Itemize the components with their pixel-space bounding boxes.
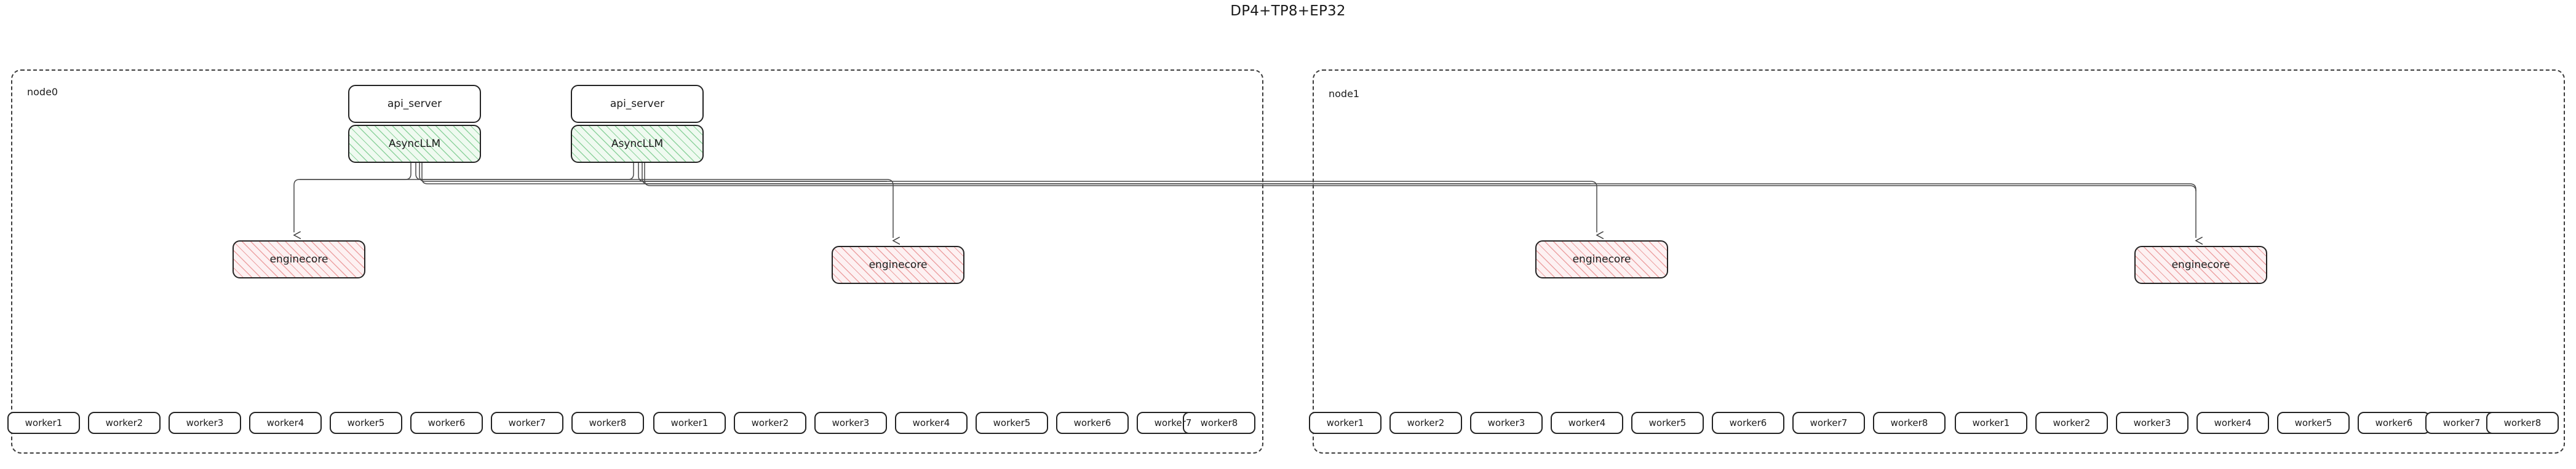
worker-box[interactable]: worker4 bbox=[2196, 412, 2269, 434]
worker-label: worker4 bbox=[912, 417, 950, 428]
worker-box[interactable]: worker1 bbox=[1309, 412, 1381, 434]
worker-box[interactable]: worker7 bbox=[2425, 412, 2498, 434]
page-title: DP4+TP8+EP32 bbox=[1230, 3, 1346, 19]
enginecore-box[interactable]: enginecore bbox=[832, 246, 964, 284]
worker-box[interactable]: worker8 bbox=[571, 412, 644, 434]
worker-box[interactable]: worker2 bbox=[734, 412, 806, 434]
worker-box[interactable]: worker2 bbox=[1389, 412, 1462, 434]
worker-label: worker3 bbox=[186, 417, 224, 428]
worker-label: worker2 bbox=[2053, 417, 2091, 428]
asyncllm-box[interactable]: AsyncLLM bbox=[571, 125, 704, 163]
worker-box[interactable]: worker6 bbox=[410, 412, 483, 434]
worker-box[interactable]: worker6 bbox=[1712, 412, 1784, 434]
node-label-node0: node0 bbox=[27, 86, 58, 98]
worker-label: worker2 bbox=[105, 417, 143, 428]
enginecore-label: enginecore bbox=[2171, 259, 2230, 271]
worker-label: worker4 bbox=[266, 417, 304, 428]
worker-box[interactable]: worker8 bbox=[1183, 412, 1255, 434]
worker-box[interactable]: worker8 bbox=[1873, 412, 1946, 434]
worker-label: worker3 bbox=[2133, 417, 2171, 428]
worker-box[interactable]: worker3 bbox=[2116, 412, 2188, 434]
asyncllm-box[interactable]: AsyncLLM bbox=[348, 125, 481, 163]
worker-label: worker4 bbox=[1568, 417, 1606, 428]
api-server-label: api_server bbox=[610, 98, 665, 110]
enginecore-box[interactable]: enginecore bbox=[1535, 240, 1668, 278]
worker-box[interactable]: worker7 bbox=[1792, 412, 1865, 434]
worker-box[interactable]: worker6 bbox=[1056, 412, 1129, 434]
worker-label: worker7 bbox=[1810, 417, 1848, 428]
worker-label: worker8 bbox=[2503, 417, 2542, 428]
worker-label: worker3 bbox=[832, 417, 870, 428]
worker-label: worker1 bbox=[1326, 417, 1364, 428]
worker-box[interactable]: worker5 bbox=[2277, 412, 2350, 434]
worker-label: worker7 bbox=[1154, 417, 1192, 428]
worker-box[interactable]: worker5 bbox=[330, 412, 402, 434]
worker-label: worker5 bbox=[993, 417, 1031, 428]
worker-box[interactable]: worker3 bbox=[814, 412, 887, 434]
worker-box[interactable]: worker1 bbox=[653, 412, 726, 434]
worker-label: worker7 bbox=[508, 417, 546, 428]
worker-label: worker5 bbox=[347, 417, 385, 428]
worker-label: worker8 bbox=[589, 417, 627, 428]
worker-label: worker6 bbox=[1073, 417, 1111, 428]
worker-box[interactable]: worker4 bbox=[249, 412, 322, 434]
worker-label: worker1 bbox=[1972, 417, 2010, 428]
worker-label: worker8 bbox=[1200, 417, 1238, 428]
worker-box[interactable]: worker4 bbox=[895, 412, 968, 434]
worker-label: worker6 bbox=[2375, 417, 2413, 428]
worker-box[interactable]: worker4 bbox=[1551, 412, 1623, 434]
node-label-node1: node1 bbox=[1329, 88, 1360, 100]
worker-box[interactable]: worker2 bbox=[88, 412, 161, 434]
worker-box[interactable]: worker7 bbox=[491, 412, 563, 434]
worker-box[interactable]: worker3 bbox=[1470, 412, 1543, 434]
worker-label: worker2 bbox=[1407, 417, 1445, 428]
worker-box[interactable]: worker2 bbox=[2035, 412, 2108, 434]
worker-box[interactable]: worker3 bbox=[169, 412, 241, 434]
worker-label: worker5 bbox=[2294, 417, 2332, 428]
api-server-box[interactable]: api_server bbox=[348, 85, 481, 123]
node-container-node1 bbox=[1313, 69, 2565, 454]
enginecore-label: enginecore bbox=[269, 253, 328, 266]
worker-label: worker5 bbox=[1648, 417, 1687, 428]
worker-box[interactable]: worker1 bbox=[7, 412, 80, 434]
worker-label: worker4 bbox=[2214, 417, 2252, 428]
enginecore-label: enginecore bbox=[1572, 253, 1631, 266]
enginecore-box[interactable]: enginecore bbox=[233, 240, 365, 278]
worker-label: worker6 bbox=[1729, 417, 1767, 428]
asyncllm-label: AsyncLLM bbox=[388, 138, 441, 150]
asyncllm-label: AsyncLLM bbox=[611, 138, 664, 150]
worker-label: worker2 bbox=[751, 417, 789, 428]
worker-box[interactable]: worker1 bbox=[1955, 412, 2027, 434]
worker-label: worker1 bbox=[670, 417, 709, 428]
worker-label: worker1 bbox=[25, 417, 63, 428]
api-server-box[interactable]: api_server bbox=[571, 85, 704, 123]
worker-box[interactable]: worker5 bbox=[1631, 412, 1704, 434]
worker-box[interactable]: worker8 bbox=[2486, 412, 2559, 434]
worker-box[interactable]: worker6 bbox=[2358, 412, 2430, 434]
worker-label: worker7 bbox=[2443, 417, 2481, 428]
enginecore-box[interactable]: enginecore bbox=[2134, 246, 2267, 284]
worker-label: worker3 bbox=[1487, 417, 1525, 428]
enginecore-label: enginecore bbox=[869, 259, 928, 271]
worker-label: worker6 bbox=[427, 417, 466, 428]
worker-box[interactable]: worker5 bbox=[976, 412, 1048, 434]
worker-label: worker8 bbox=[1890, 417, 1928, 428]
node-container-node0 bbox=[11, 69, 1263, 454]
api-server-label: api_server bbox=[387, 98, 442, 110]
